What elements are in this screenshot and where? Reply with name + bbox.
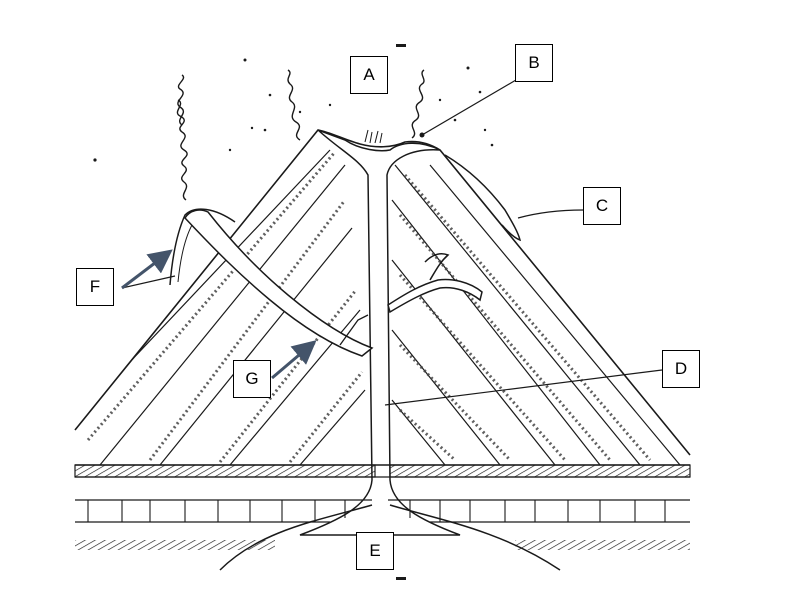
label-a: A [350, 56, 388, 94]
lava-flow [444, 154, 522, 242]
tick-top [396, 44, 406, 47]
label-d: D [662, 350, 700, 388]
ground-layers [74, 464, 691, 571]
label-f: F [76, 268, 114, 306]
dike-branch [339, 314, 369, 346]
label-b: B [515, 44, 553, 82]
strata-layers [75, 149, 681, 465]
leader-f [121, 275, 176, 289]
leader-d [384, 369, 663, 406]
label-c: C [583, 187, 621, 225]
crater-vegetation [364, 129, 383, 144]
arrow-g [271, 340, 317, 380]
leader-b [421, 79, 517, 136]
arrow-f [121, 249, 173, 290]
side-vent-left [184, 209, 374, 357]
leader-lines [121, 79, 663, 406]
leader-c [517, 209, 584, 219]
label-g: G [233, 360, 271, 398]
pointer-arrows [121, 249, 317, 380]
central-vent [299, 129, 461, 536]
smoke-plumes [176, 69, 425, 201]
cone-outline [74, 129, 691, 456]
tick-bottom [396, 577, 406, 580]
label-e: E [356, 532, 394, 570]
side-vent-right [387, 253, 483, 314]
point-b [419, 132, 425, 138]
ash-particles [93, 58, 494, 162]
